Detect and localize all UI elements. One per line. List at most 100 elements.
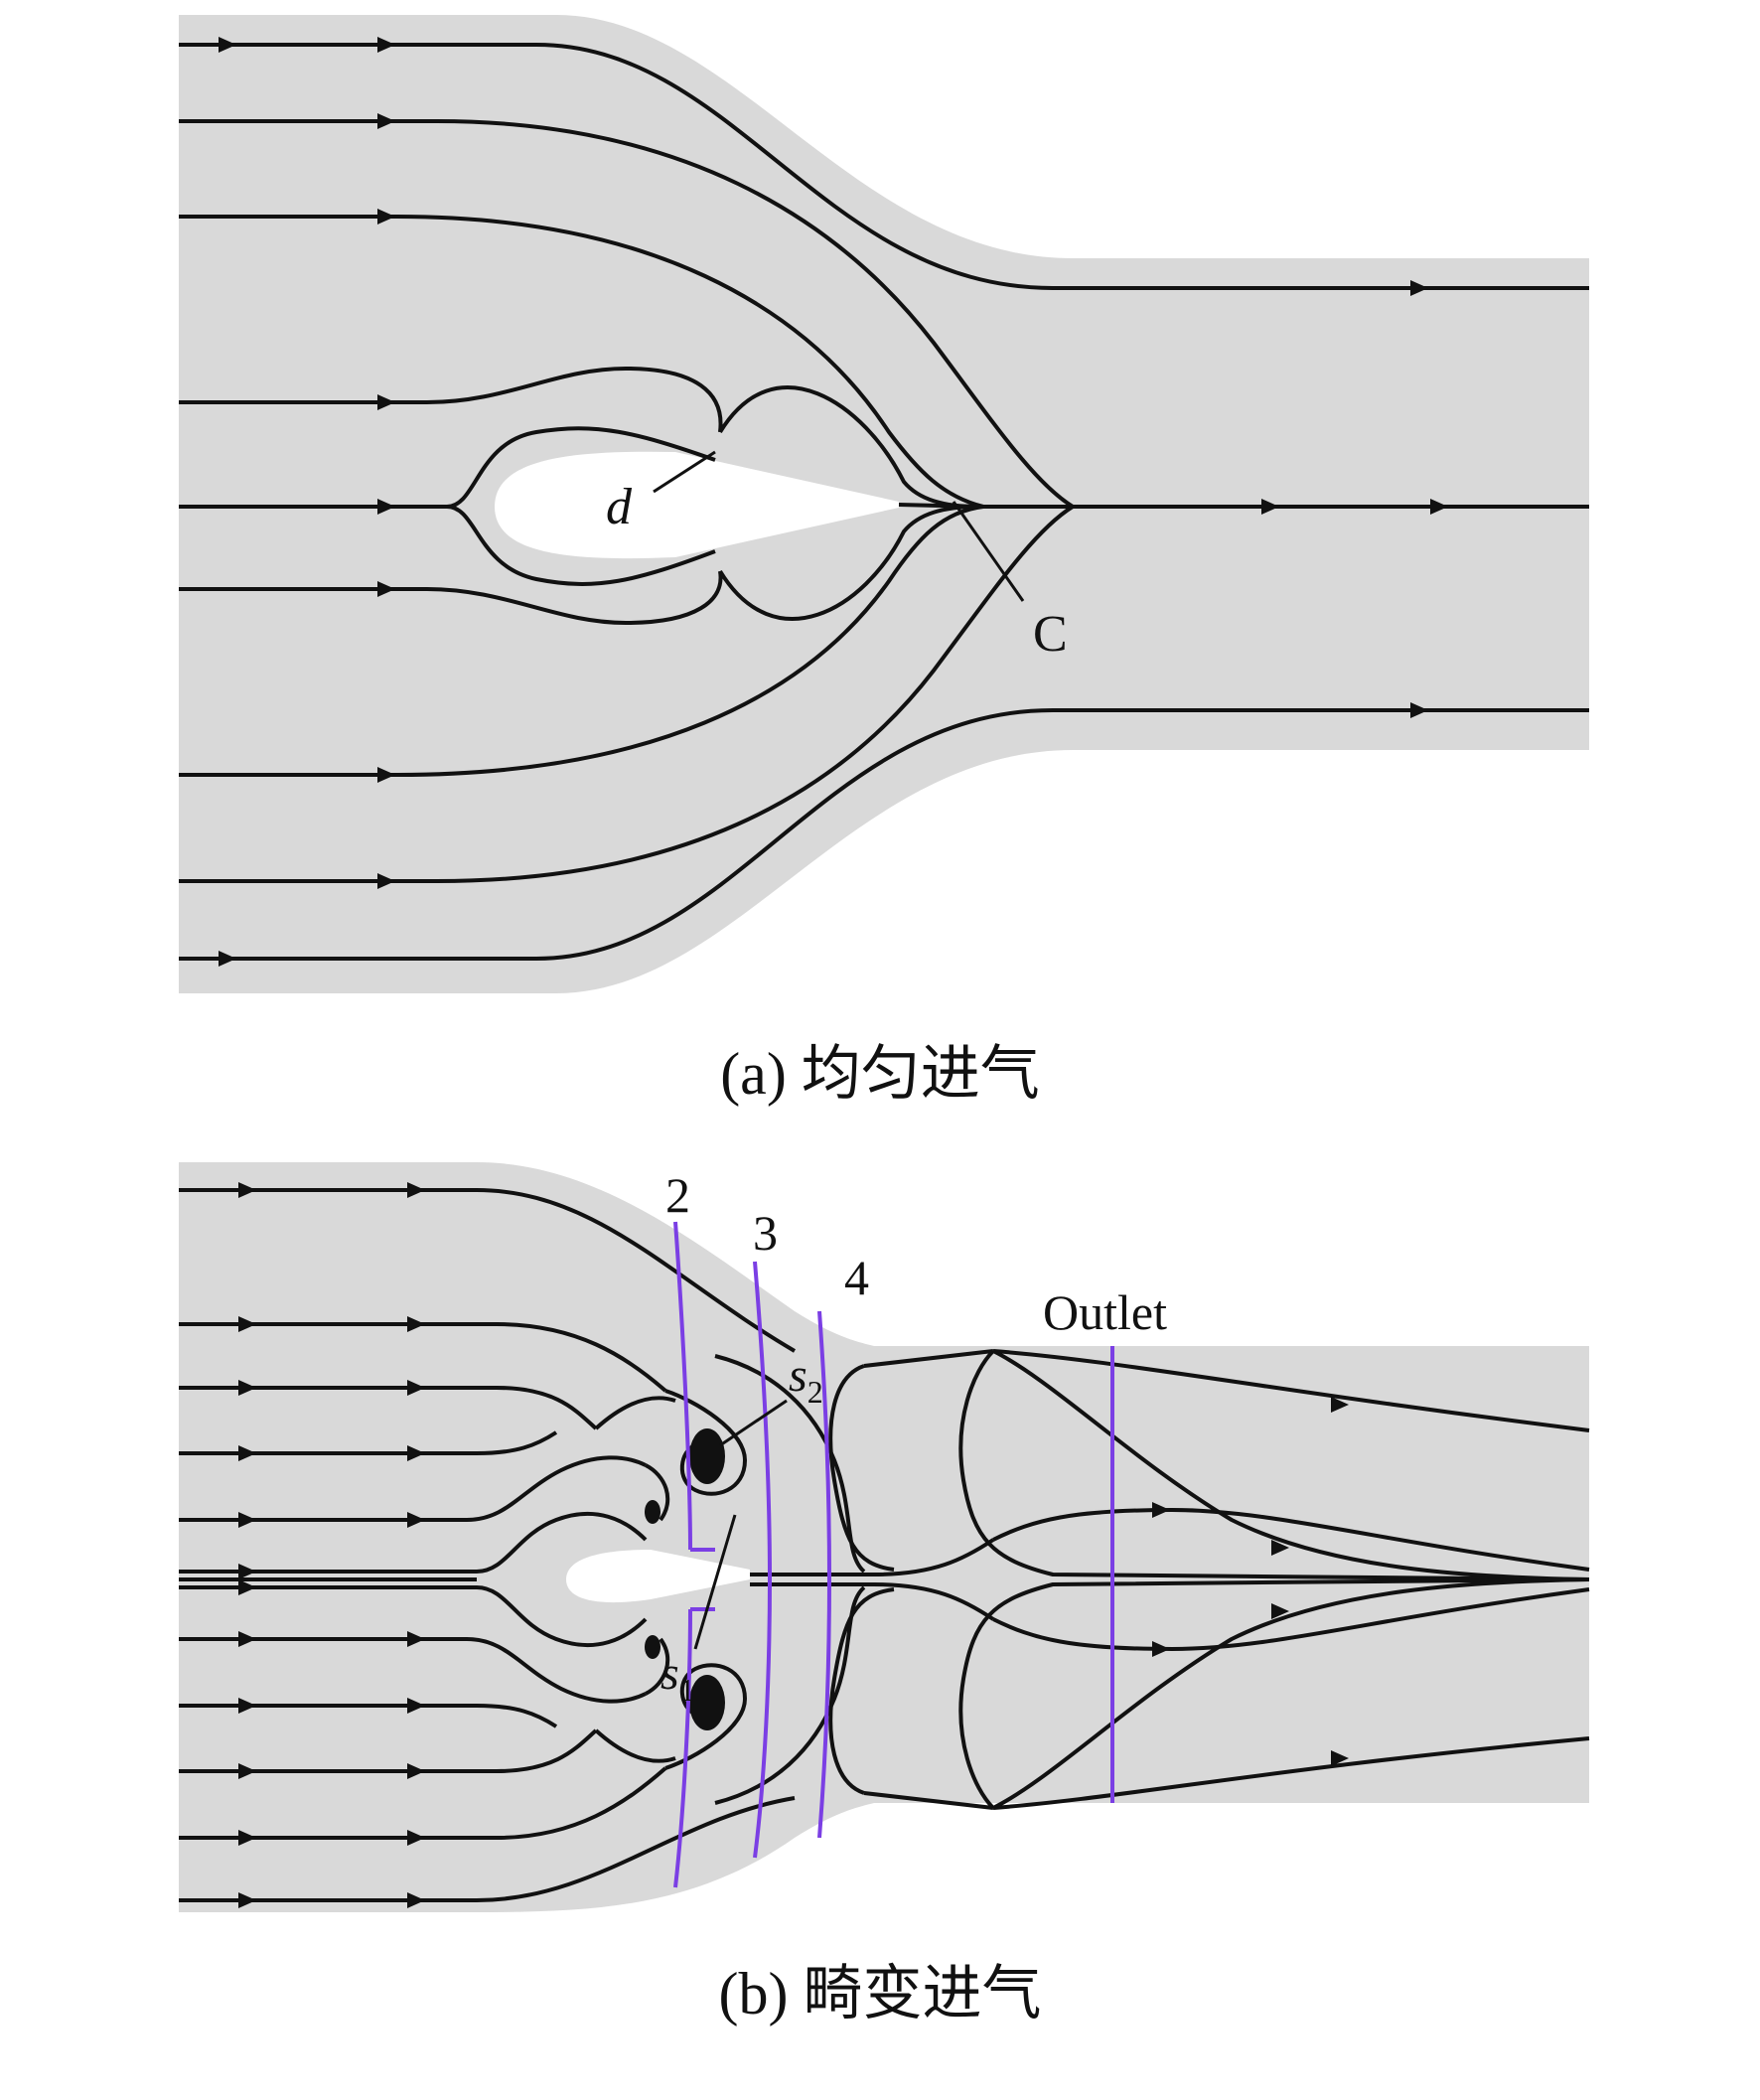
flow-arrow (238, 1512, 256, 1528)
streamline (664, 1389, 748, 1496)
streamline (179, 505, 1075, 883)
streamline (179, 1796, 796, 1902)
label-s1-base: s (660, 1647, 679, 1700)
leader-line-d (653, 450, 716, 494)
flow-arrow (238, 1380, 256, 1396)
station-line-2 (673, 1221, 692, 1888)
streamline (179, 1430, 558, 1455)
station-label-4: 4 (844, 1250, 869, 1305)
vortex-core-s2-upper (689, 1428, 725, 1484)
flow-arrow (377, 767, 395, 783)
streamlines-b (179, 1188, 1590, 1902)
leader-line-c (952, 501, 1025, 602)
streamline (594, 1396, 676, 1430)
vortex-core-s1-upper (645, 1500, 660, 1524)
streamline (863, 1349, 994, 1368)
streamline (992, 1507, 1590, 1572)
flow-arrow (377, 113, 395, 129)
station-label-2: 2 (665, 1167, 690, 1223)
streamline (179, 1188, 797, 1353)
streamline (179, 1386, 598, 1430)
streamline (718, 385, 979, 509)
flow-arrows-a (219, 37, 1448, 967)
flow-arrow (219, 951, 236, 967)
label-c: C (1033, 606, 1068, 663)
flow-arrow (238, 1892, 256, 1908)
label-s1-sub: 1 (679, 1672, 695, 1708)
flow-arrow (377, 394, 395, 410)
streamline (179, 570, 723, 626)
panel-a-plot: d C (179, 15, 1589, 993)
flow-arrow (238, 1698, 256, 1714)
label-s2-base: s (789, 1349, 807, 1402)
streamline (898, 503, 979, 509)
flow-arrow (238, 1763, 256, 1779)
flow-arrow (238, 1579, 256, 1595)
streamline (828, 1364, 895, 1572)
flow-arrow (1410, 702, 1428, 718)
flow-arrow (219, 37, 236, 53)
streamline (645, 1463, 670, 1522)
caption-a: (a) 均匀进气 (720, 1041, 1040, 1107)
flow-arrow (377, 499, 395, 515)
flow-arrow (1261, 499, 1279, 515)
label-d: d (606, 479, 633, 535)
station-lines (673, 1221, 1114, 1888)
streamline (179, 1585, 648, 1648)
flow-arrow (1271, 1540, 1289, 1556)
streamline (958, 1577, 1590, 1810)
flow-domain (179, 1162, 1589, 1912)
label-s1: s1 (660, 1647, 695, 1708)
flow-arrow (1152, 1641, 1170, 1657)
airfoil-body (566, 1550, 750, 1603)
flow-arrow (1271, 1603, 1289, 1619)
streamline (750, 1538, 995, 1576)
flow-arrow (1331, 1397, 1349, 1413)
flow-arrow (238, 1830, 256, 1846)
panel-b-plot: 2 3 4 Outlet s2 s1 (179, 1162, 1590, 1912)
flow-arrow (238, 1631, 256, 1647)
station-line-4 (817, 1310, 832, 1839)
streamline (863, 1791, 994, 1810)
streamline (750, 1582, 995, 1621)
flow-arrow (407, 1182, 425, 1198)
flow-arrow (377, 209, 395, 225)
label-s2: s2 (789, 1349, 823, 1410)
flow-arrow (377, 37, 395, 53)
streamline (179, 505, 984, 777)
flow-arrow (238, 1182, 256, 1198)
panel-a-uniform-inlet: d C (179, 15, 1589, 993)
flow-arrows-b (238, 1182, 1349, 1908)
flow-arrow (407, 1380, 425, 1396)
streamline (179, 215, 984, 509)
streamline (179, 426, 716, 509)
streamline (179, 1322, 667, 1393)
flow-arrow (1410, 280, 1428, 296)
flow-arrow (407, 1512, 425, 1528)
streamline (992, 1577, 1590, 1810)
streamline (179, 366, 723, 433)
flow-arrow (407, 1698, 425, 1714)
flow-arrow (407, 1830, 425, 1846)
streamline (992, 1587, 1590, 1652)
flow-arrow (377, 581, 395, 597)
streamline (992, 1736, 1590, 1810)
vortex-core-s1-lower (645, 1635, 660, 1659)
streamline (828, 1587, 895, 1795)
streamline (958, 1349, 1590, 1581)
streamline (645, 1637, 670, 1696)
flow-arrow (238, 1445, 256, 1461)
flow-arrow (1152, 1502, 1170, 1518)
streamline (179, 708, 1589, 961)
leader-line-s1 (693, 1514, 737, 1650)
panel-b-distorted-inlet: 2 3 4 Outlet s2 s1 (179, 1162, 1590, 1912)
streamline (718, 505, 979, 621)
flow-arrow (377, 873, 395, 889)
outlet-label: Outlet (1043, 1284, 1167, 1340)
streamline (179, 1704, 558, 1728)
streamline (992, 1349, 1590, 1432)
streamline (179, 43, 1589, 290)
airfoil-body (495, 451, 899, 559)
streamlines-a (179, 43, 1589, 961)
